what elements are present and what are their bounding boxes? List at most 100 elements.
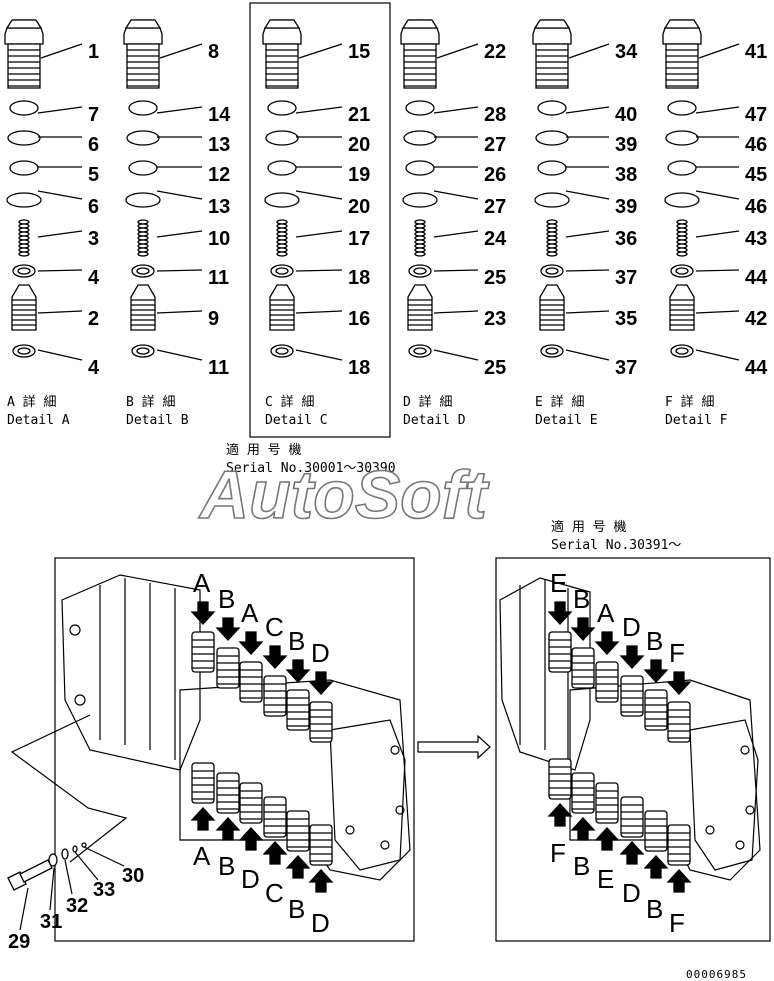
part-number-6: 6 xyxy=(88,134,99,156)
part-number-20: 20 xyxy=(348,196,370,218)
spool-icon xyxy=(130,284,156,331)
valve-plug-icon xyxy=(286,810,310,852)
arrow-down-icon xyxy=(547,601,573,625)
part-number-46: 46 xyxy=(745,134,767,156)
detail-label-en: Detail D xyxy=(403,413,466,428)
o-ring-icon xyxy=(664,192,700,208)
o-ring-icon xyxy=(667,160,697,176)
valve-plug-icon xyxy=(263,796,287,838)
part-number-46: 46 xyxy=(745,196,767,218)
o-ring-icon xyxy=(126,130,160,146)
right-valve-frame xyxy=(495,557,771,942)
spring-coil-icon xyxy=(137,251,149,257)
plug-shaft-icon xyxy=(19,859,53,883)
arrow-down-icon xyxy=(215,617,241,641)
part-number-26: 26 xyxy=(484,164,506,186)
callout-letter: C xyxy=(265,878,284,908)
callout-letter: E xyxy=(597,864,614,894)
spring-coil-icon xyxy=(18,251,30,257)
o-ring-small-icon xyxy=(72,845,78,853)
callout-letter: D xyxy=(622,612,641,642)
part-number-14: 14 xyxy=(208,104,231,126)
plug-body-icon xyxy=(7,43,41,89)
arrow-down-icon xyxy=(285,659,311,683)
part-number-27: 27 xyxy=(484,196,506,218)
valve-plug-icon xyxy=(571,772,595,814)
part-number-41: 41 xyxy=(745,41,767,63)
o-ring-icon xyxy=(402,192,438,208)
arrow-down-icon xyxy=(190,601,216,625)
valve-plug-icon xyxy=(263,675,287,717)
spring-coil-icon xyxy=(546,251,558,257)
spool-icon xyxy=(11,284,37,331)
plug-body-icon xyxy=(265,43,299,89)
part-number-15: 15 xyxy=(348,41,370,63)
part-number-28: 28 xyxy=(484,104,506,126)
o-ring-icon xyxy=(537,100,567,116)
detail-label-en: Detail A xyxy=(7,413,70,428)
callout-letter: F xyxy=(550,838,566,868)
part-number-24: 24 xyxy=(484,228,507,250)
o-ring-icon xyxy=(125,192,161,208)
callout-letter: A xyxy=(193,568,211,598)
part-number-39: 39 xyxy=(615,134,637,156)
part-number-42: 42 xyxy=(745,308,767,330)
valve-plug-icon xyxy=(216,772,240,814)
detail-label-en: Detail B xyxy=(126,413,189,428)
arrow-up-icon xyxy=(643,855,669,879)
o-ring-icon xyxy=(537,160,567,176)
left-valve-frame xyxy=(54,557,415,942)
arrow-down-icon xyxy=(570,617,596,641)
plug-part-29: 29 xyxy=(8,931,30,953)
plug-assembly xyxy=(7,842,87,891)
o-ring-icon xyxy=(665,130,699,146)
valve-plug-icon xyxy=(309,701,333,743)
callout-letter: A xyxy=(241,598,259,628)
valve-plug-icon xyxy=(644,689,668,731)
callout-letter: F xyxy=(669,908,685,938)
watermark: AutoSoft xyxy=(198,457,489,533)
serial-left-jp: 適 用 号 機 xyxy=(226,442,301,458)
transition-arrow xyxy=(417,734,491,760)
arrow-down-icon xyxy=(238,631,264,655)
part-number-34: 34 xyxy=(615,41,638,63)
o-ring-icon xyxy=(535,130,569,146)
o-ring-icon xyxy=(128,100,158,116)
plug-cap-icon xyxy=(4,27,44,45)
plug-part-32: 32 xyxy=(66,895,88,917)
arrow-up-icon xyxy=(262,841,288,865)
part-number-44: 44 xyxy=(745,267,768,289)
callout-letter: C xyxy=(265,612,284,642)
part-number-25: 25 xyxy=(484,357,506,379)
part-number-25: 25 xyxy=(484,267,506,289)
detail-label-jp: B 詳 細 xyxy=(126,394,175,410)
valve-plug-icon xyxy=(309,824,333,866)
o-ring-icon xyxy=(265,130,299,146)
arrow-up-icon xyxy=(238,827,264,851)
part-number-18: 18 xyxy=(348,357,370,379)
plug-cap-icon xyxy=(662,27,702,45)
plug-body-icon xyxy=(403,43,437,89)
part-number-21: 21 xyxy=(348,104,370,126)
part-number-2: 2 xyxy=(88,308,99,330)
valve-plug-icon xyxy=(620,675,644,717)
callout-letter: A xyxy=(193,841,211,871)
part-number-11: 11 xyxy=(208,267,229,289)
plug-body-icon xyxy=(126,43,160,89)
callout-letter: A xyxy=(597,598,615,628)
plug-part-30: 30 xyxy=(122,865,144,887)
arrow-down-icon xyxy=(666,671,692,695)
serial-left-en: Serial No.30001～30390 xyxy=(226,461,396,476)
arrow-up-icon xyxy=(215,817,241,841)
valve-plug-icon xyxy=(595,782,619,824)
callout-letter: B xyxy=(288,626,305,656)
spring-coil-icon xyxy=(676,251,688,257)
part-number-39: 39 xyxy=(615,196,637,218)
plug-cap-icon xyxy=(123,27,163,45)
